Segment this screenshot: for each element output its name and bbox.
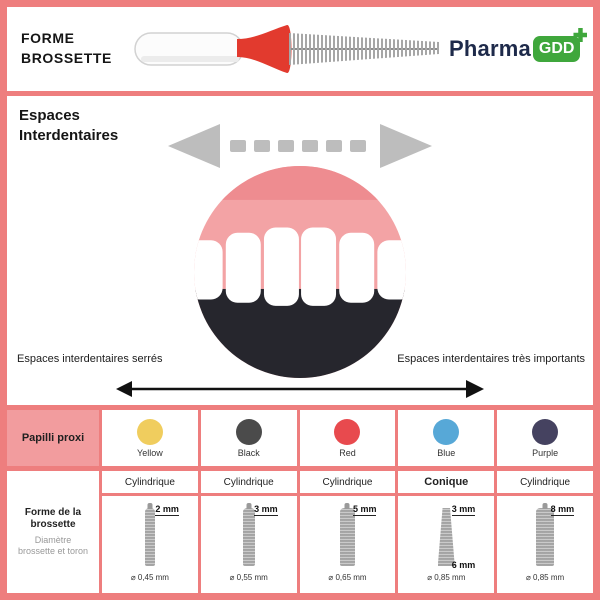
brush-table-row-label-title: Forme de la brossette	[24, 506, 82, 531]
brush-illustration-wrap	[133, 20, 443, 78]
forme-brossette-title: FORME BROSSETTE	[21, 29, 127, 68]
brush-figure: 2 mm	[119, 501, 181, 571]
brush-bristle-illustration	[339, 508, 355, 566]
brush-diameter-label: ⌀ 0,45 mm	[130, 573, 169, 582]
brush-shapes-table: Forme de la brossette Diamètre brossette…	[7, 471, 593, 593]
brush-length-label: 3 mm	[451, 504, 476, 516]
brush-length-label: 2 mm	[155, 504, 179, 516]
brush-diameter-label: ⌀ 0,55 mm	[229, 573, 268, 582]
brush-figure-cell: 2 mm ⌀ 0,45 mm	[102, 496, 198, 593]
color-swatch-black	[235, 418, 262, 445]
brush-length-label-base: 6 mm	[451, 560, 476, 570]
brush-bristle-illustration-conical	[437, 508, 455, 566]
papilli-cell-red: Red	[299, 410, 396, 466]
brush-bristle-illustration	[242, 508, 255, 566]
brush-figure: 3 mm	[218, 501, 280, 571]
brush-figure-cell: 3 mm ⌀ 0,55 mm	[200, 496, 297, 593]
pharmacy-cross-icon	[573, 28, 588, 42]
brush-shape-header: Cylindrique	[200, 471, 297, 493]
color-swatch-purple	[532, 418, 559, 445]
range-double-arrow-icon	[116, 380, 484, 398]
color-swatch-yellow	[136, 418, 163, 445]
espaces-title-line-1: Espaces	[19, 107, 80, 124]
espaces-title: Espaces Interdentaires	[19, 106, 118, 145]
brush-shape-header: Conique	[398, 471, 495, 493]
brush-diameter-label: ⌀ 0,85 mm	[427, 573, 466, 582]
color-swatch-red	[334, 418, 361, 445]
teeth-illustration	[194, 166, 406, 378]
brush-diameter-label: ⌀ 0,85 mm	[526, 573, 565, 582]
papilli-row-label: Papilli proxi	[7, 410, 99, 466]
brush-figure-cell: 5 mm ⌀ 0,65 mm	[299, 496, 396, 593]
papilli-cell-black: Black	[200, 410, 297, 466]
papilli-cell-yellow: Yellow	[102, 410, 198, 466]
brush-bristle-illustration	[536, 508, 555, 566]
brush-table-row-label-sub: Diamètre brossette et toron	[17, 534, 89, 556]
wide-spaces-label: Espaces interdentaires très importants	[397, 353, 585, 365]
brush-shape-header: Cylindrique	[299, 471, 396, 493]
papilli-proxi-row: Papilli proxi Yellow Black Red Blue Purp…	[7, 410, 593, 466]
espaces-panel: Espaces Interdentaires	[7, 96, 593, 405]
brush-shape-header: Cylindrique	[497, 471, 593, 493]
swatch-name: Black	[237, 447, 260, 458]
header-panel: FORME BROSSETTE Pharma	[7, 7, 593, 91]
brush-column-2: Cylindrique 3 mm ⌀ 0,55 mm	[200, 471, 297, 593]
logo-gdd-badge: GDD	[532, 28, 588, 62]
title-line-2: BROSSETTE	[21, 50, 112, 66]
logo-gdd-text: GDD	[538, 40, 575, 57]
brush-column-4: Conique 3 mm 6 mm ⌀ 0,85 mm	[398, 471, 495, 593]
brush-figure-cell: 8 mm ⌀ 0,85 mm	[497, 496, 593, 593]
color-swatch-blue	[433, 418, 460, 445]
swatch-name: Blue	[437, 447, 456, 458]
brush-diameter-label: ⌀ 0,65 mm	[328, 573, 367, 582]
brush-column-3: Cylindrique 5 mm ⌀ 0,65 mm	[299, 471, 396, 593]
brush-figure-cell: 3 mm 6 mm ⌀ 0,85 mm	[398, 496, 495, 593]
brush-shape-header: Cylindrique	[102, 471, 198, 493]
tight-spaces-label: Espaces interdentaires serrés	[17, 353, 163, 365]
brush-column-5: Cylindrique 8 mm ⌀ 0,85 mm	[497, 471, 593, 593]
brush-figure: 3 mm 6 mm	[415, 501, 477, 571]
brush-length-label: 3 mm	[254, 504, 278, 516]
pharmagdd-logo: Pharma GDD	[449, 28, 588, 62]
papilli-cell-blue: Blue	[398, 410, 495, 466]
brush-figure: 8 mm	[514, 501, 576, 571]
brush-figure: 5 mm	[316, 501, 378, 571]
title-line-1: FORME	[21, 30, 75, 47]
swatch-name: Purple	[532, 447, 559, 458]
brush-length-label: 5 mm	[352, 504, 377, 516]
brush-bristle-illustration	[144, 508, 155, 566]
interdental-brush-illustration	[134, 24, 439, 74]
width-double-arrow-icon	[168, 124, 432, 168]
swatch-name: Yellow	[137, 447, 163, 458]
brush-length-label: 8 mm	[550, 504, 575, 516]
espaces-title-line-2: Interdentaires	[19, 126, 119, 144]
logo-pharma-text: Pharma	[449, 36, 531, 61]
brush-table-row-label: Forme de la brossette Diamètre brossette…	[7, 471, 99, 593]
swatch-name: Red	[339, 447, 356, 458]
brush-column-1: Cylindrique 2 mm ⌀ 0,45 mm	[102, 471, 198, 593]
papilli-cell-purple: Purple	[497, 410, 593, 466]
